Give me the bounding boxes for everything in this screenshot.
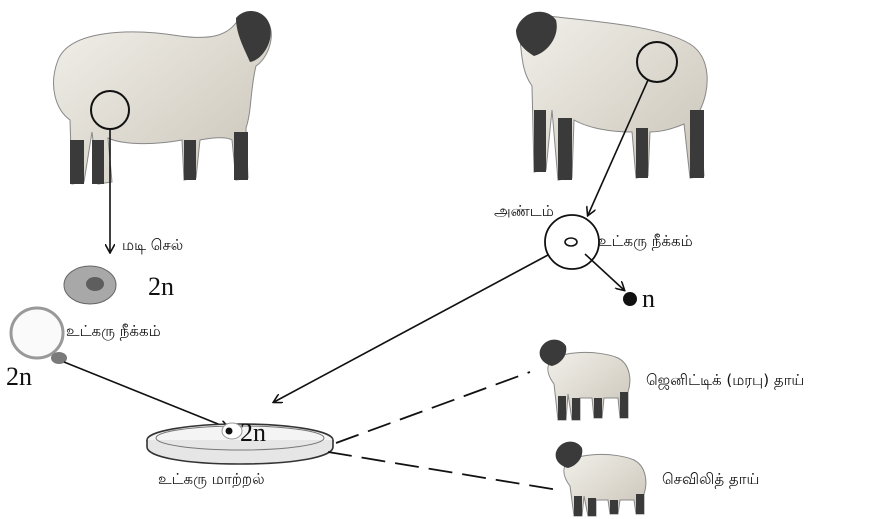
label-enucleation-right: உட்கரு நீக்கம் (598, 232, 693, 252)
ploidy-udder-cell: 2n (148, 272, 174, 302)
egg-cell (545, 215, 599, 269)
donor-sheep-right (516, 12, 707, 180)
genetic-mother-sheep (540, 340, 630, 420)
udder-cell (64, 266, 116, 304)
label-surrogate-mother: செவிலித் தாய் (662, 470, 759, 490)
ploidy-dish: 2n (240, 418, 266, 448)
arrow-nucleus-removed (585, 254, 624, 290)
label-genetic-mother: ஜெனிட்டிக் (மரபு) தாய் (646, 371, 804, 391)
label-udder-cell: மடி செல் (122, 236, 183, 256)
surrogate-mother-sheep (556, 442, 646, 516)
enucleated-cell-left (11, 308, 67, 364)
label-enucleation-left: உட்கரு நீக்கம் (66, 322, 161, 342)
ploidy-donor-nucleus: 2n (6, 362, 32, 392)
dashed-line-genetic-mother (336, 372, 530, 443)
label-egg: அண்டம் (494, 202, 554, 222)
arrow-nucleus-to-dish (64, 362, 228, 428)
ploidy-egg-nucleus: n (642, 284, 655, 314)
label-nuclear-transfer: உட்கரு மாற்றல் (158, 470, 265, 490)
donor-sheep-left (54, 11, 272, 184)
removed-nucleus-dot (623, 292, 637, 306)
dashed-line-surrogate-mother (328, 452, 558, 490)
